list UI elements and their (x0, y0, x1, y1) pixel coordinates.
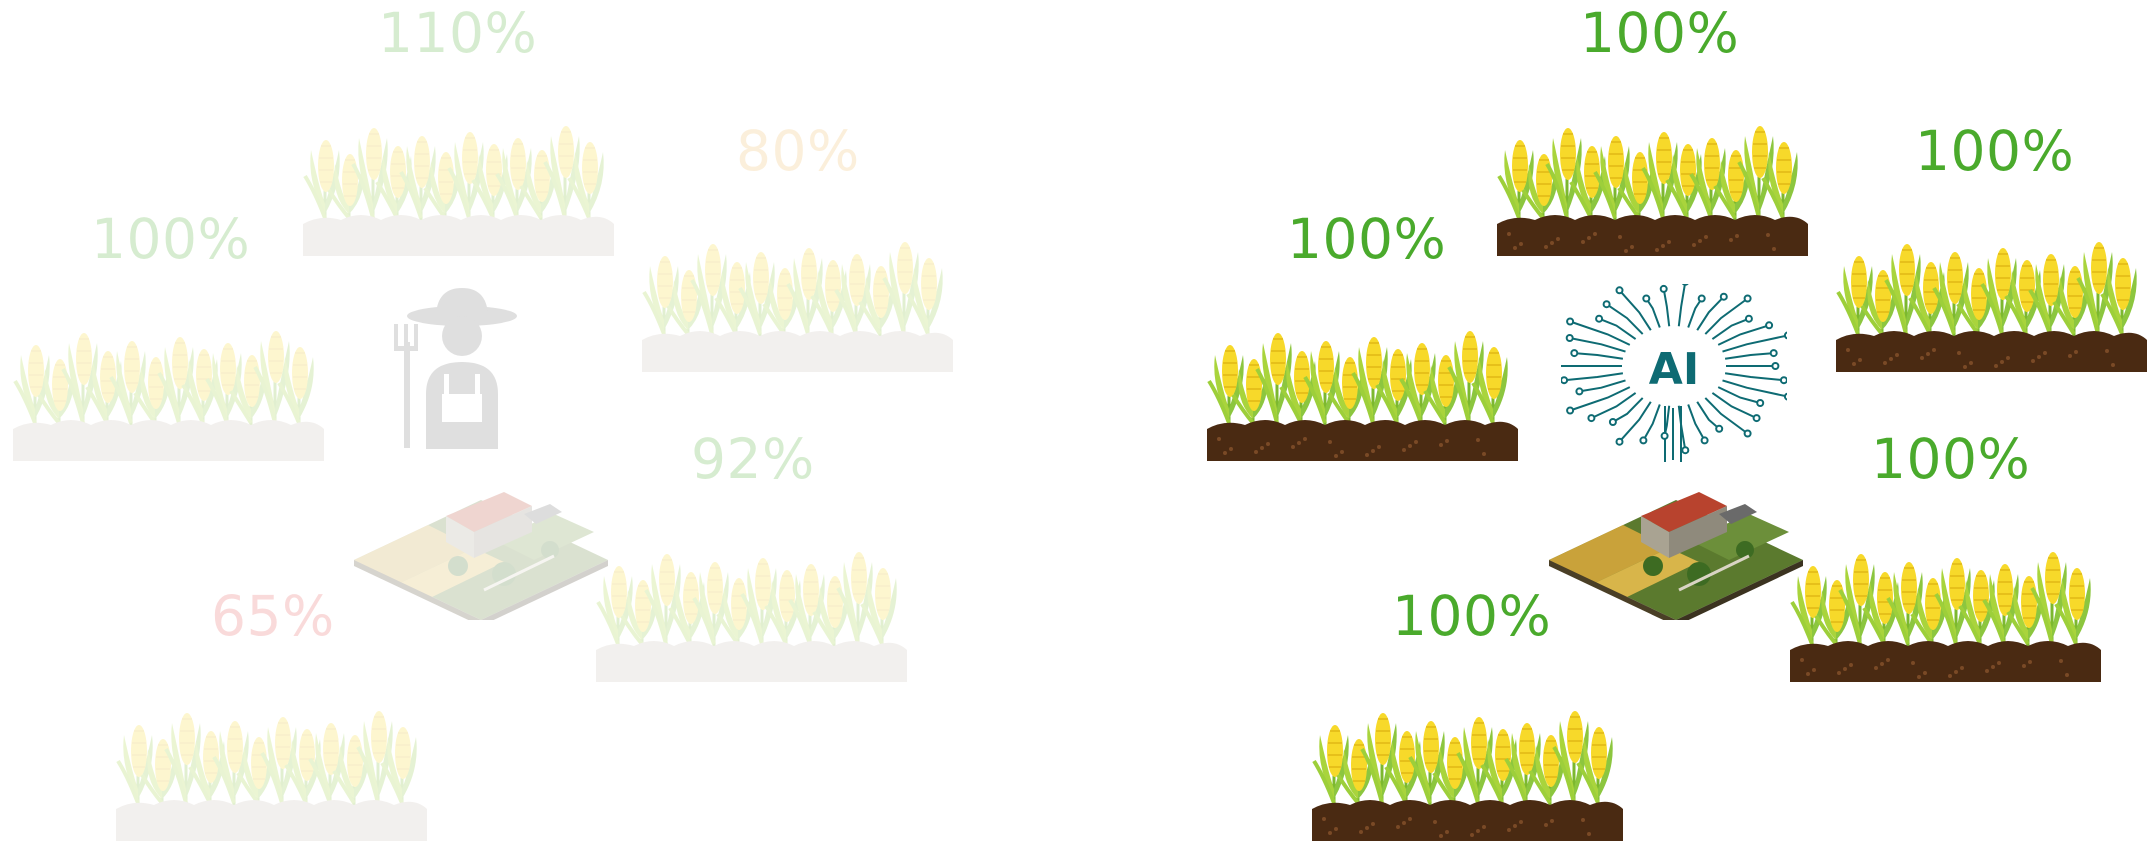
corn-plot-right-top (1834, 190, 2149, 372)
farmhouse-icon (354, 470, 608, 626)
yield-label-bottom: 65% (211, 584, 335, 648)
yield-label-right-top: 80% (736, 119, 860, 183)
ai-label: AI (1649, 344, 1699, 395)
yield-label-top: 110% (378, 1, 538, 65)
corn-plot-left (1205, 279, 1520, 461)
corn-plot-left (11, 279, 326, 461)
corn-plot-top (301, 74, 616, 256)
yield-label-bottom: 100% (1392, 584, 1552, 648)
corn-plot-right-bottom (594, 500, 909, 682)
ai-farming-panel: 100% (1075, 0, 2149, 841)
yield-label-left: 100% (1287, 207, 1447, 271)
corn-plot-right-bottom (1788, 500, 2103, 682)
ai-brain-icon: AI (1547, 277, 1792, 464)
yield-label-right-bottom: 100% (1871, 427, 2031, 491)
yield-label-top: 100% (1580, 1, 1740, 65)
farmer-icon (386, 284, 536, 452)
corn-plot-right-top (640, 190, 955, 372)
farmhouse-icon (1549, 470, 1803, 626)
corn-plot-top (1495, 74, 1810, 256)
corn-plot-bottom (1310, 659, 1625, 841)
manual-farming-panel: 110% (0, 0, 1075, 841)
corn-plot-bottom (114, 659, 429, 841)
yield-label-right-bottom: 92% (691, 427, 815, 491)
yield-label-right-top: 100% (1915, 119, 2075, 183)
yield-label-left: 100% (91, 207, 251, 271)
